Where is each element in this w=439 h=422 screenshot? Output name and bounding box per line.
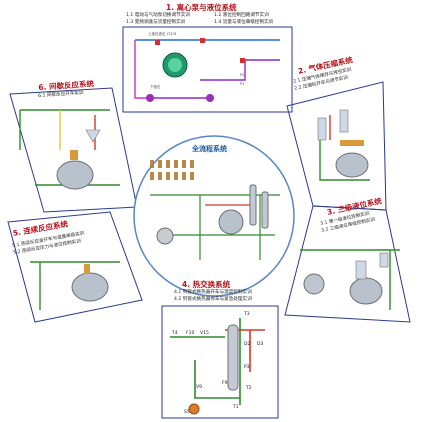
panel-4-item-1: 4.1 列管式换热器开车与温度控制实训 [174,290,252,295]
panel-4-tag-d3: D3 [257,341,263,347]
panel-4-tag-d2: D2 [244,341,250,347]
svg-text:下液位: 下液位 [150,84,161,89]
svg-text:P2: P2 [240,73,244,77]
panel-4-tag-s5: S5 [184,409,190,415]
panel-4-tag-f9: F9 [222,380,228,386]
panel-1-border [122,26,293,113]
panel-5-border [7,211,143,323]
panel-1-item-2: 1.2 液位控制回路调节实训 [214,13,269,18]
panel-4-tag-t1: T1 [232,404,239,410]
panel-4-tag-t2: T2 [245,385,252,391]
center-title: 全流程系统 [192,145,227,153]
panel-4-tag-v9: V9 [196,384,202,390]
panel-4-tag-t4: T4 [171,330,178,336]
panel-4-tag-p3: P3 [244,364,250,370]
panel-1-item-1: 1.1 电动与气动泵切换调节实训 [126,13,190,18]
panel-4-border [161,305,279,419]
panel-4-item-2: 4.2 列管式换热器停车与紧急处理实训 [174,297,252,302]
panel-3-border [284,205,411,323]
panel-1-item-4: 1.4 流量与液位串级控制实训 [214,20,274,25]
panel-4-tag-t3: T3 [243,311,250,317]
panel-4-tag-f10: F10 [186,330,194,336]
panel-1-tag-upper-level: 上液位液位 LT101 [148,31,177,36]
panel-4-title: 4. 热交换系统 [182,280,231,289]
panel-1-title: 1. 离心泵与液位系统 [166,3,237,12]
panel-4-tag-v15: V15 [200,330,209,336]
svg-text:P1: P1 [240,82,244,86]
panel-1-item-3: 1.3 变频调速与流量控制实训 [126,20,186,25]
